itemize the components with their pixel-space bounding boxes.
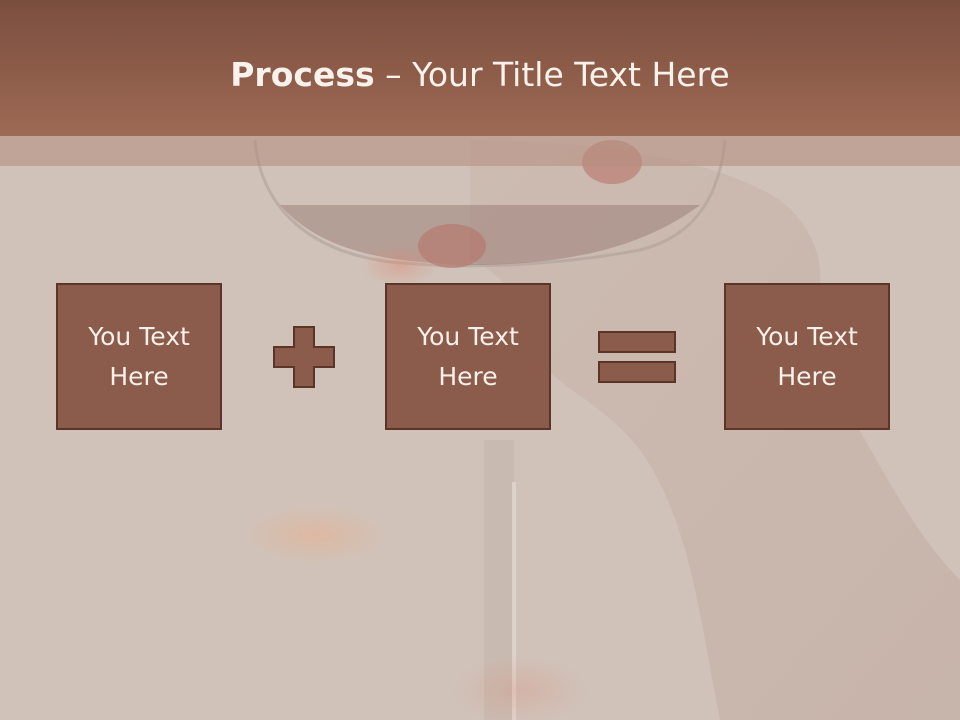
- process-box-1-text: You Text Here: [88, 321, 190, 391]
- title-rest: – Your Title Text Here: [374, 55, 730, 94]
- process-box-2-text: You Text Here: [417, 321, 519, 391]
- title-bold: Process: [230, 55, 375, 94]
- process-box-2[interactable]: You Text Here: [385, 283, 551, 430]
- plus-icon: [273, 326, 335, 388]
- process-box-1[interactable]: You Text Here: [56, 283, 222, 430]
- slide-title: Process – Your Title Text Here: [0, 52, 960, 98]
- equals-icon: [598, 331, 676, 383]
- process-box-3[interactable]: You Text Here: [724, 283, 890, 430]
- title-bar: [0, 0, 960, 136]
- title-stripe: [0, 136, 960, 166]
- process-box-3-text: You Text Here: [756, 321, 858, 391]
